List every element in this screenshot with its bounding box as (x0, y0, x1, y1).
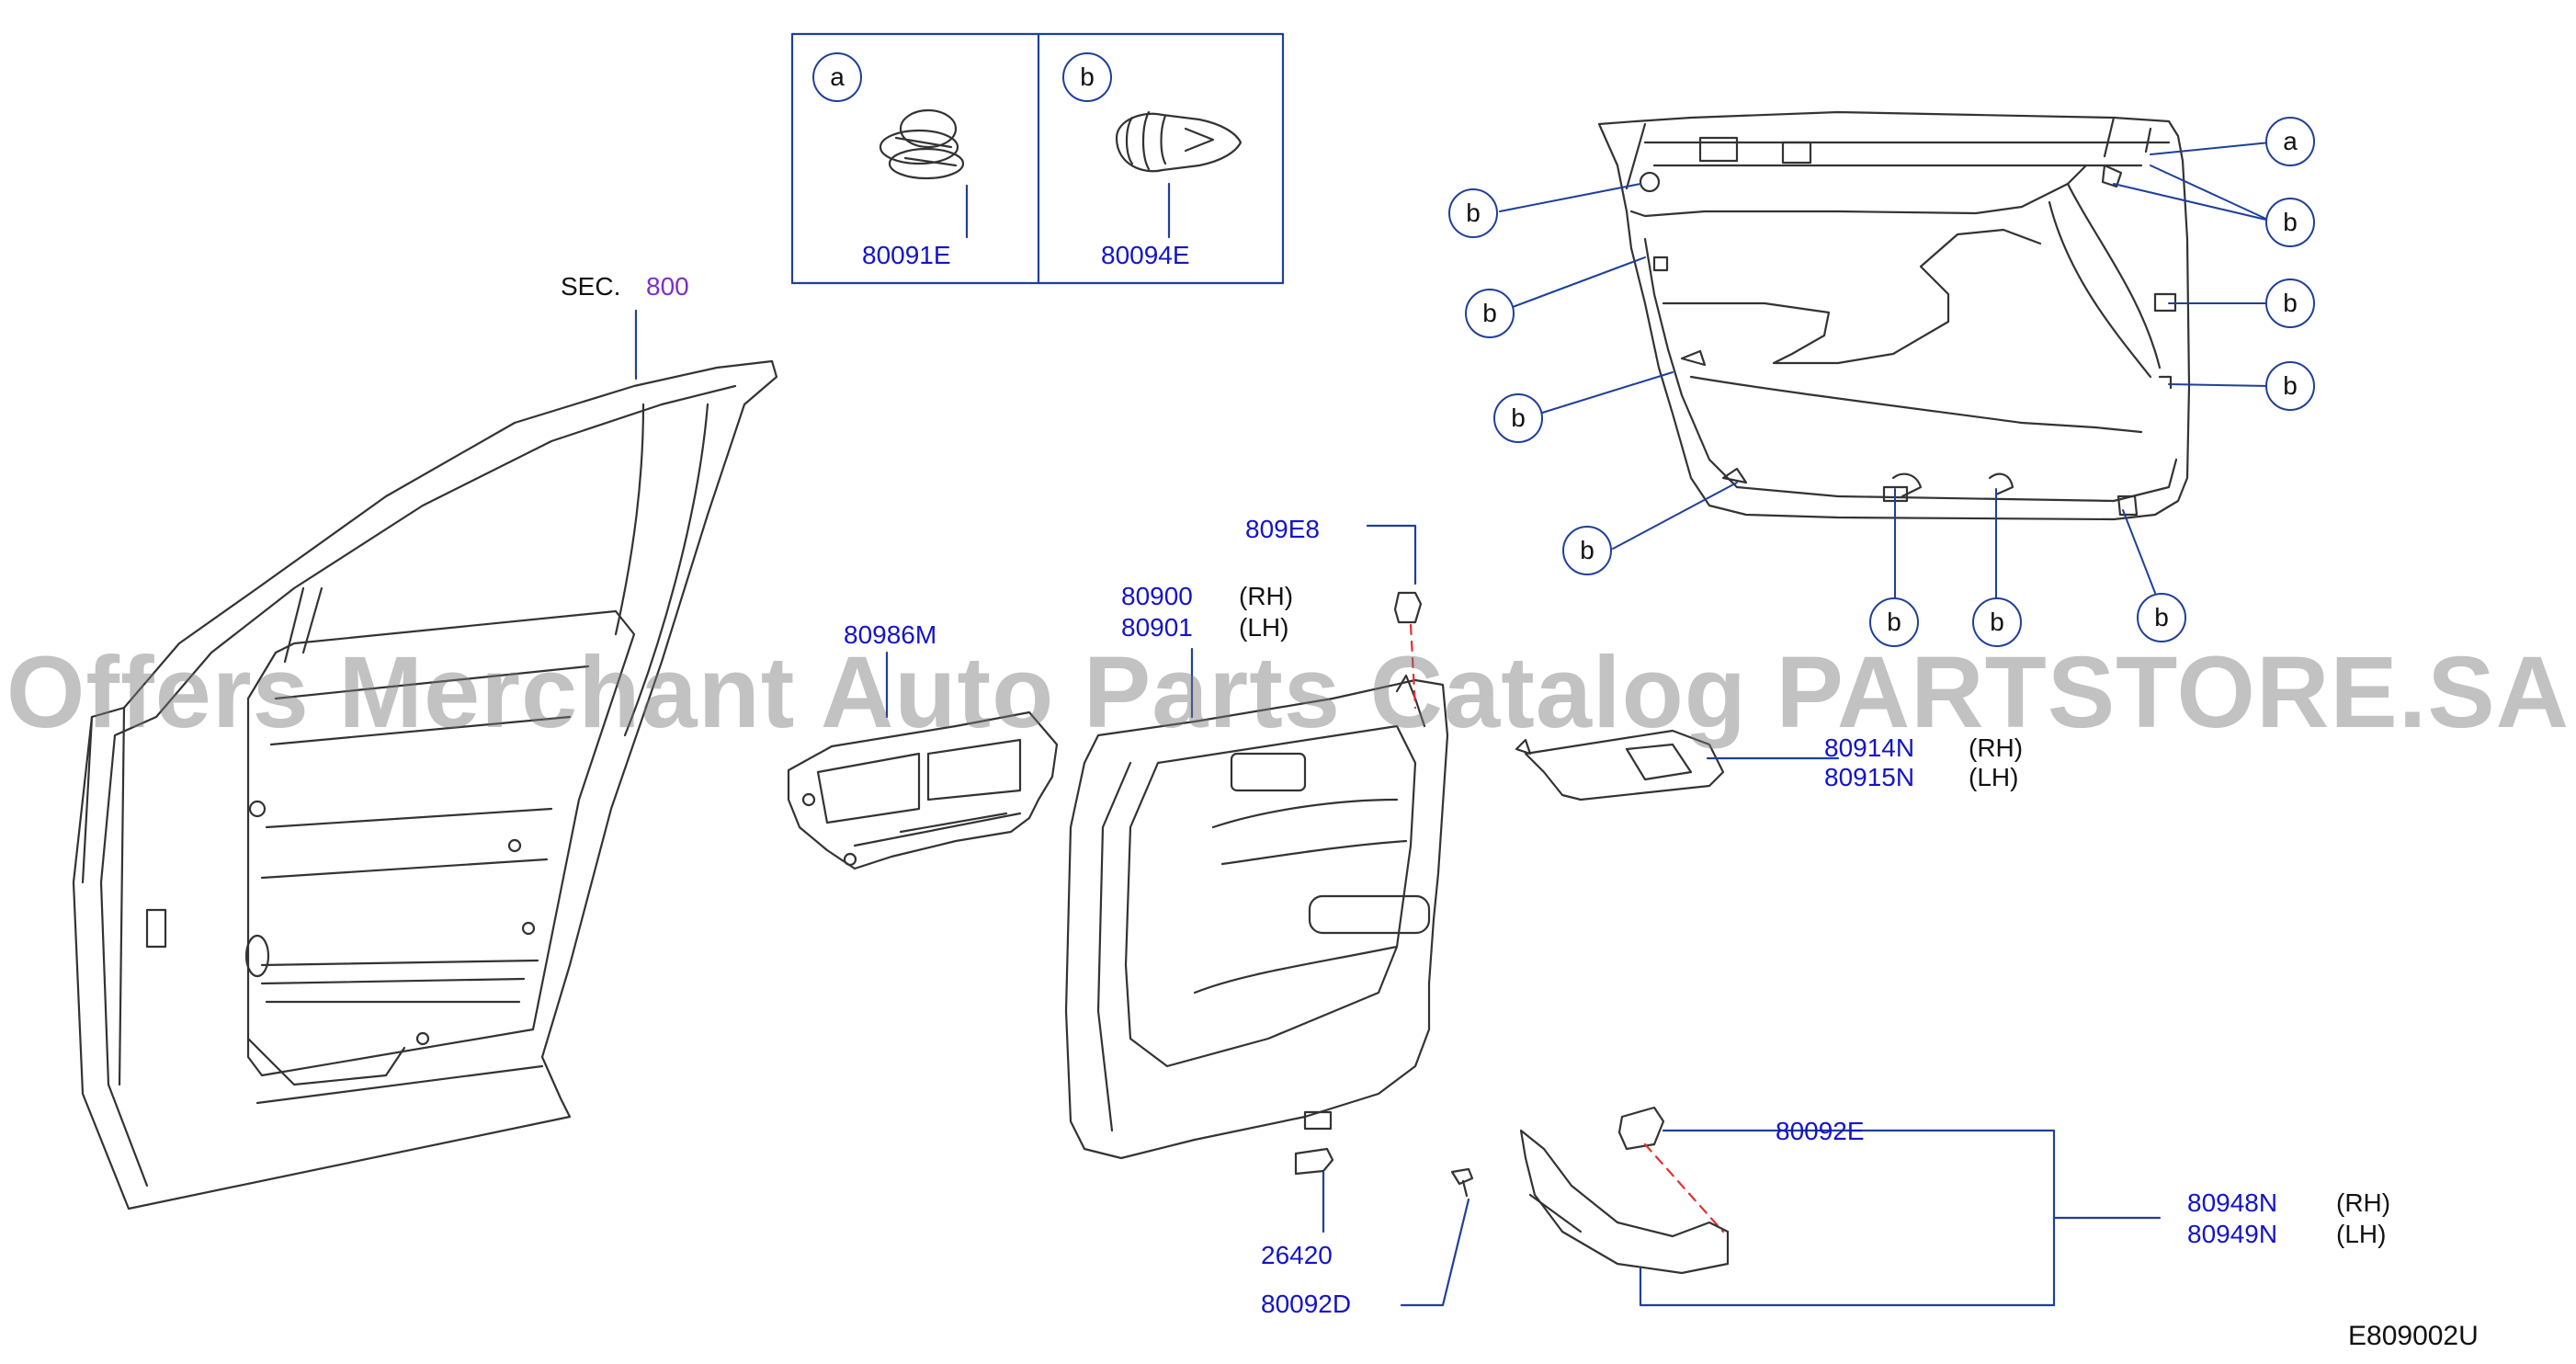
part-label-80091e[interactable]: 80091E (862, 241, 951, 269)
callout-b-5: b (1493, 393, 1543, 443)
callout-a-top: a (2265, 117, 2315, 166)
callout-b-8: b (1869, 597, 1919, 647)
rh-note-80948n: (RH) (2336, 1188, 2391, 1217)
rh-note-80900: (RH) (1239, 582, 1294, 610)
lh-note-80915n: (LH) (1969, 763, 2019, 791)
part-label-809e8[interactable]: 809E8 (1245, 515, 1320, 543)
lh-note-80949n: (LH) (2336, 1220, 2387, 1248)
part-label-26420[interactable]: 26420 (1261, 1241, 1333, 1269)
handle-trim-drawing (1515, 729, 1725, 801)
callout-b-7: b (1562, 526, 1612, 575)
section-prefix: SEC. (561, 272, 621, 301)
diagram-code: E809002U (2348, 1321, 2479, 1351)
part-label-80915n[interactable]: 80915N (1824, 763, 1915, 791)
callout-b-1: b (1448, 188, 1498, 238)
armrest-trim-drawing (1519, 1129, 1730, 1275)
inset-callout-b: b (1062, 52, 1112, 102)
watermark: Offers Merchant Auto Parts Catalog PARTS… (6, 636, 2570, 749)
part-label-80949n[interactable]: 80949N (2187, 1220, 2278, 1248)
callout-b-9: b (1972, 597, 2022, 647)
clip-b-drawing (1115, 110, 1243, 173)
trim-back-view-drawing (1597, 110, 2191, 521)
door-frame-drawing (72, 359, 778, 1211)
lh-note-80901: (LH) (1239, 613, 1289, 642)
callout-b-4: b (2265, 278, 2315, 328)
door-trim-drawing (1064, 674, 1449, 1160)
callout-b-2: b (2265, 198, 2315, 247)
part-label-80986m[interactable]: 80986M (844, 620, 937, 649)
inset-callout-a: a (812, 52, 862, 102)
clip-a-drawing (879, 108, 965, 180)
clip-80092e-drawing (1617, 1106, 1665, 1151)
part-label-80914n[interactable]: 80914N (1824, 733, 1915, 762)
screw-80092d-drawing (1450, 1167, 1474, 1198)
callout-b-3: b (1465, 289, 1515, 338)
part-label-80948n[interactable]: 80948N (2187, 1188, 2278, 1217)
part-label-80092d[interactable]: 80092D (1261, 1290, 1352, 1318)
callout-b-10: b (2137, 593, 2186, 642)
rh-note-80914n: (RH) (1969, 733, 2024, 762)
part-label-80092e[interactable]: 80092E (1776, 1117, 1865, 1145)
part-label-80901[interactable]: 80901 (1121, 613, 1193, 642)
insulator-drawing (787, 710, 1059, 870)
clip-809e8-drawing (1393, 591, 1423, 624)
part-label-80900[interactable]: 80900 (1121, 582, 1193, 610)
clip-26420-drawing (1294, 1147, 1334, 1176)
callout-b-6: b (2265, 361, 2315, 411)
part-label-80094e[interactable]: 80094E (1101, 241, 1190, 269)
section-link-800[interactable]: 800 (646, 272, 689, 301)
